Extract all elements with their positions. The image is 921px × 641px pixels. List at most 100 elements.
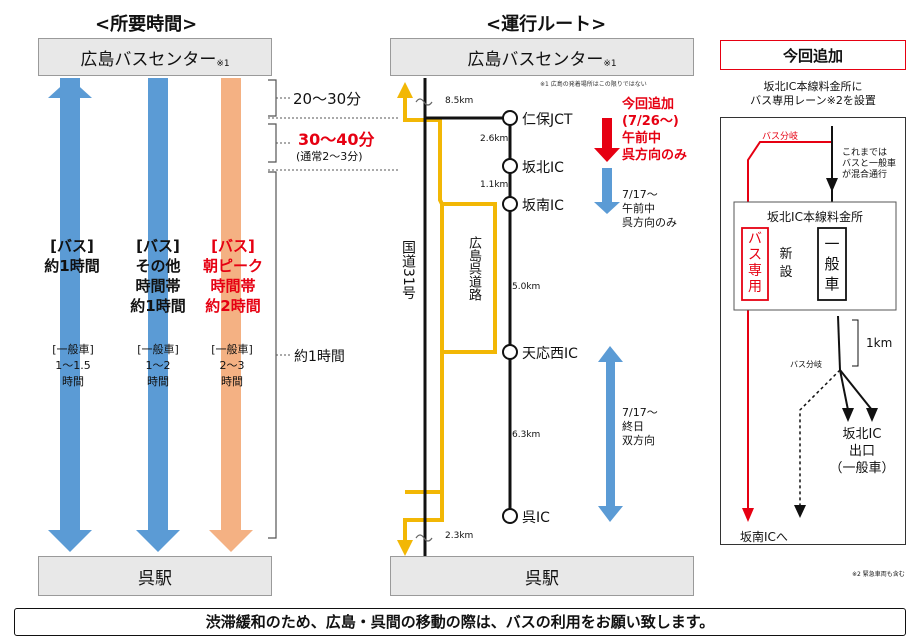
bus-lane-arrowhead xyxy=(742,508,754,522)
new-lane-red-arrow xyxy=(594,118,620,162)
bus-lane-char2: ス xyxy=(748,247,762,263)
bottom-banner: 渋滞緩和のため、広島・呉間の移動の際は、バスの利用をお願い致します。 xyxy=(14,608,906,636)
col3-line2: 朝ピーク xyxy=(202,257,263,275)
col2-line2: その他 xyxy=(135,257,181,275)
new-set-char1: 新 xyxy=(779,247,793,262)
bus-split-label-2: バス分岐 xyxy=(790,360,822,369)
distance-1: 8.5km xyxy=(445,96,474,106)
col1-mode: [バス] xyxy=(50,237,94,255)
exit-line3: （一般車） xyxy=(829,461,895,476)
new-add-line3: 午前中 xyxy=(622,131,662,146)
prev-add-line2: 午前中 xyxy=(622,202,655,215)
distance-5: 6.3km xyxy=(512,430,541,440)
general-lane-arrowheads xyxy=(826,178,878,422)
right-diagram-frame xyxy=(720,117,906,545)
road-left-label: 国道31号 xyxy=(400,240,416,300)
left-bottom-station: 呉駅 xyxy=(138,568,172,589)
general-lane-booth xyxy=(817,227,847,301)
note-line2: バスと一般車 xyxy=(842,159,897,169)
col3-car-time-2: 時間 xyxy=(221,375,243,388)
col2-line3: 時間帯 xyxy=(135,277,181,295)
allday-line1: 7/17〜 xyxy=(622,406,658,419)
prev-add-line1: 7/17〜 xyxy=(622,188,658,201)
col3-line3: 時間帯 xyxy=(210,277,256,295)
col2-car-time-1: 1〜2 xyxy=(145,359,171,372)
bracket-leader-lines xyxy=(268,97,400,356)
distance-1km: 1km xyxy=(866,336,893,350)
route-bottom-station-box: 呉駅 xyxy=(390,556,694,596)
col2-car-time-2: 時間 xyxy=(147,375,169,388)
stop-2: 坂北IC xyxy=(522,160,564,176)
km-bracket xyxy=(852,319,859,367)
right-subtitle-2: バス専用レーン※2を設置 xyxy=(750,94,876,107)
col1-car-block: [一般車] 1〜1.5 時間 xyxy=(28,342,118,390)
bus-lane-path xyxy=(747,126,833,510)
allday-text: 7/17〜 終日 双方向 xyxy=(622,406,658,448)
col3-car-label: [一般車] xyxy=(211,343,253,356)
stop-5: 呉IC xyxy=(522,510,550,526)
col1-bus-block: [バス] 約1時間 xyxy=(22,236,122,276)
bracket2-sub: (通常2〜3分) xyxy=(296,150,363,163)
allday-line3: 双方向 xyxy=(622,434,655,447)
general-lane-char3: 車 xyxy=(824,275,840,293)
new-add-line1: 今回追加 xyxy=(622,97,675,112)
right-footnote: ※2 緊急車両も含む xyxy=(852,571,905,578)
bracket3-label: 約1時間 xyxy=(294,349,345,365)
left-top-station-box: 広島バスセンター※1 xyxy=(38,38,272,76)
distance-3: 1.1km xyxy=(480,180,509,190)
left-panel-title: <所要時間> xyxy=(95,14,198,35)
bus-lane-char3: 専 xyxy=(748,263,762,279)
col1-time: 約1時間 xyxy=(44,257,100,275)
dotted-exit-path xyxy=(799,369,841,505)
col3-bus-block: [バス] 朝ピーク 時間帯 約2時間 xyxy=(183,236,283,316)
bus-lane-booth xyxy=(741,227,769,301)
road-right-label: 広島呉道路 xyxy=(466,236,481,301)
bus-lane-label: バ ス 専 用 xyxy=(742,231,768,295)
bracket1-label: 20〜30分 xyxy=(293,90,362,108)
right-panel-title: 今回追加 xyxy=(720,40,906,70)
right-subtitle: 坂北IC本線料金所に バス専用レーン※2を設置 xyxy=(720,80,906,108)
col3-car-block: [一般車] 2〜3 時間 xyxy=(187,342,277,390)
note-line3: が混合通行 xyxy=(842,170,888,180)
new-addition-text: 今回追加 (7/26〜) 午前中 呉方向のみ xyxy=(622,96,687,164)
note-line1: これまでは xyxy=(842,148,888,158)
general-lane-char1: 一 xyxy=(824,235,840,253)
bus-split-label: バス分岐 xyxy=(762,132,799,142)
allday-blue-double-arrow xyxy=(598,346,623,522)
left-top-note-mark: ※1 xyxy=(216,59,230,69)
new-add-line2: (7/26〜) xyxy=(622,114,679,129)
new-set-label: 新 設 xyxy=(776,246,796,282)
tollgate-label: 坂北IC本線料金所 xyxy=(767,210,863,224)
bus-route-arrowheads xyxy=(397,82,413,556)
allday-line2: 終日 xyxy=(622,420,644,433)
stop-4: 天応西IC xyxy=(522,346,578,362)
route-top-station-box: 広島バスセンター※1 xyxy=(390,38,694,76)
stop-1: 仁保JCT xyxy=(522,112,573,128)
route-panel-title: <運行ルート> xyxy=(486,14,607,35)
col1-car-time-1: 1〜1.5 xyxy=(55,359,91,372)
general-lane-label: 一 般 車 xyxy=(818,234,846,294)
distance-2: 2.6km xyxy=(480,134,509,144)
col2-time: 約1時間 xyxy=(130,297,186,315)
new-set-char2: 設 xyxy=(779,265,793,280)
right-subtitle-1: 坂北IC本線料金所に xyxy=(763,80,863,93)
col1-double-arrow xyxy=(48,78,92,552)
col2-mode: [バス] xyxy=(136,237,180,255)
prev-lane-blue-arrow xyxy=(594,168,620,214)
bus-lane-char1: バ xyxy=(748,231,762,247)
dotted-arrowhead xyxy=(794,505,806,518)
exit-line2: 出口 xyxy=(848,444,875,459)
exit-label: 坂北IC 出口 （一般車） xyxy=(822,426,902,477)
stop-circles xyxy=(502,110,518,524)
route-footnote: ※1 広島の発着場所はこの限りではない xyxy=(540,81,647,88)
distance-4: 5.0km xyxy=(512,282,541,292)
to-sakanan-label: 坂南ICへ xyxy=(740,530,788,544)
col2-car-label: [一般車] xyxy=(137,343,179,356)
col2-car-block: [一般車] 1〜2 時間 xyxy=(113,342,203,390)
col1-car-label: [一般車] xyxy=(52,343,94,356)
bus-lane-char4: 用 xyxy=(748,279,762,295)
route-bottom-station: 呉駅 xyxy=(525,568,559,589)
